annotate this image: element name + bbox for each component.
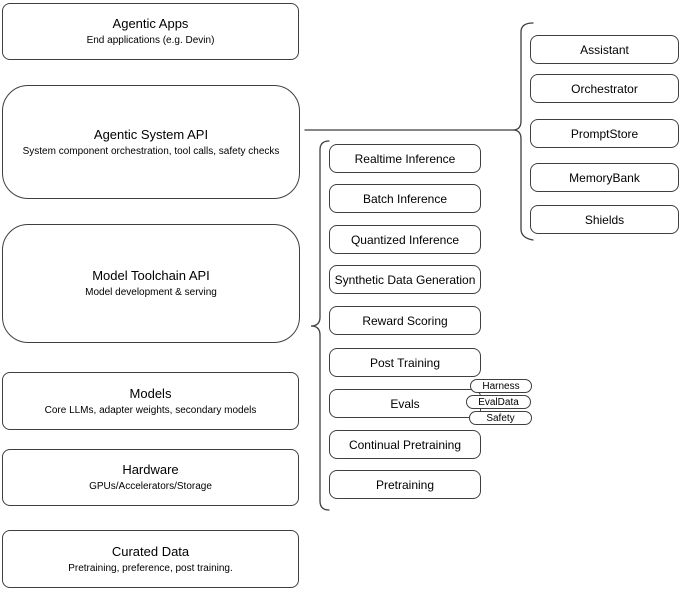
node-subtitle: GPUs/Accelerators/Storage <box>89 481 212 492</box>
component-assistant: Assistant <box>530 35 679 64</box>
node-title: Models <box>129 385 172 401</box>
toolchain-brace <box>310 140 330 511</box>
badge-safety: Safety <box>469 411 532 425</box>
node-agentic-apps: Agentic Apps End applications (e.g. Devi… <box>2 3 299 60</box>
node-title: Agentic System API <box>93 126 209 142</box>
badge-evaldata: EvalData <box>466 395 531 409</box>
node-title: Curated Data <box>111 543 190 559</box>
toolchain-item-realtime-inference: Realtime Inference <box>329 144 481 173</box>
component-memorybank: MemoryBank <box>530 163 679 192</box>
toolchain-item-post-training: Post Training <box>329 348 481 377</box>
toolchain-item-batch-inference: Batch Inference <box>329 184 481 213</box>
toolchain-item-reward-scoring: Reward Scoring <box>329 306 481 335</box>
node-title: Hardware <box>122 462 179 477</box>
node-title: Model Toolchain API <box>92 268 210 283</box>
toolchain-item-quantized-inference: Quantized Inference <box>329 225 481 254</box>
toolchain-item-continual-pretraining: Continual Pretraining <box>329 430 481 459</box>
toolchain-item-synthetic-data-generation: Synthetic Data Generation <box>329 265 481 294</box>
node-subtitle: Model development & serving <box>85 287 217 298</box>
node-hardware: Hardware GPUs/Accelerators/Storage <box>2 449 299 506</box>
node-curated-data: Curated Data Pretraining, preference, po… <box>2 530 299 588</box>
node-title: Agentic Apps <box>112 16 189 31</box>
node-subtitle: End applications (e.g. Devin) <box>86 35 215 46</box>
component-promptstore: PromptStore <box>530 119 679 148</box>
node-subtitle: System component orchestration, tool cal… <box>22 145 280 157</box>
component-shields: Shields <box>530 205 679 234</box>
node-model-toolchain-api: Model Toolchain API Model development & … <box>2 224 300 343</box>
node-subtitle: Core LLMs, adapter weights, secondary mo… <box>44 404 257 416</box>
toolchain-item-evals: Evals <box>329 389 481 418</box>
badge-harness: Harness <box>470 379 532 393</box>
node-subtitle: Pretraining, preference, post training. <box>68 562 233 574</box>
component-orchestrator: Orchestrator <box>530 74 679 103</box>
toolchain-item-pretraining: Pretraining <box>329 470 481 499</box>
node-agentic-system-api: Agentic System API System component orch… <box>2 85 300 199</box>
node-models: Models Core LLMs, adapter weights, secon… <box>2 372 299 430</box>
